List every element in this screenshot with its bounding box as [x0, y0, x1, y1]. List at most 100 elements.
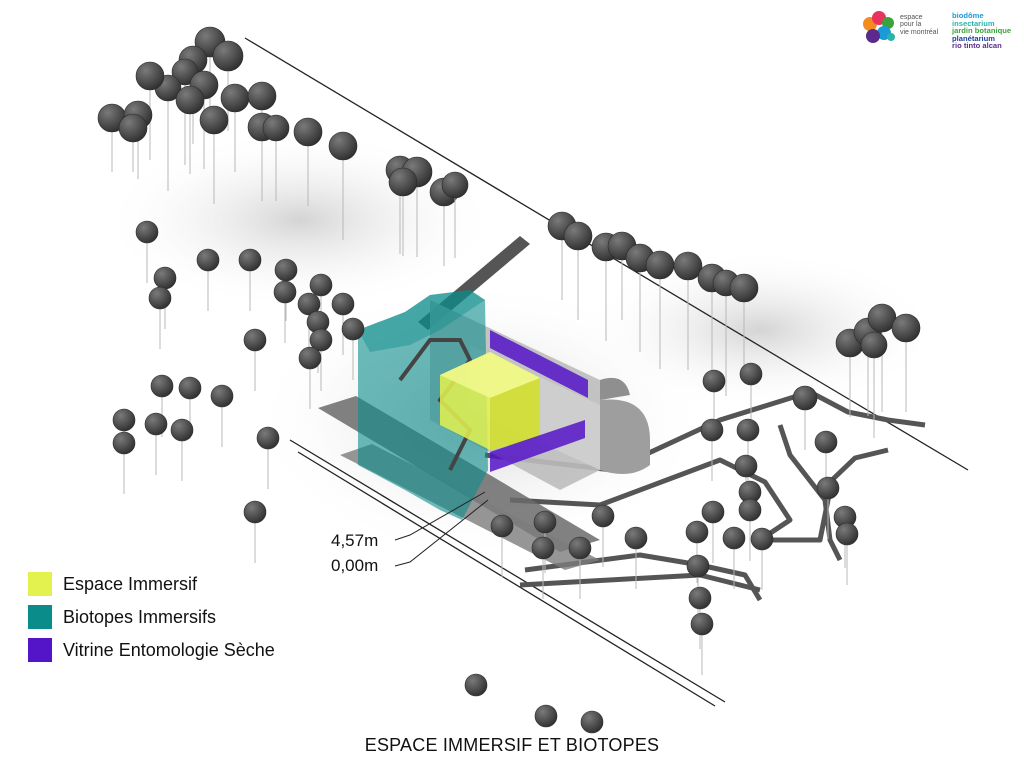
tree-canopy — [309, 328, 333, 352]
diagram-caption: ESPACE IMMERSIF ET BIOTOPES — [364, 735, 660, 755]
tree-icon — [534, 704, 558, 728]
tree-icon — [568, 536, 592, 599]
brand-rio-tinto-alcan: rio tinto alcan — [952, 41, 1002, 51]
tree-icon — [148, 286, 172, 349]
tree-icon — [118, 113, 148, 172]
legend-label: Espace Immersif — [63, 574, 198, 594]
tree-canopy — [645, 250, 675, 280]
tree-canopy — [701, 500, 725, 524]
espace-pour-la-vie-logo: espace pour la vie montréal biodôme inse… — [862, 10, 1022, 50]
tree-icon — [298, 346, 322, 409]
vitrine-panels — [490, 330, 588, 472]
tree-canopy — [734, 454, 758, 478]
tree-canopy — [388, 167, 418, 197]
tree-canopy — [702, 369, 726, 393]
tree-canopy — [835, 522, 859, 546]
tree-icon — [464, 673, 488, 697]
tree-canopy — [309, 273, 333, 297]
tree-canopy — [729, 273, 759, 303]
immersive-volume — [440, 352, 540, 450]
tree-icon — [490, 514, 514, 577]
tree-canopy — [273, 280, 297, 304]
tree-icon — [341, 317, 365, 380]
legend-item-biotopes-immersifs: Biotopes Immersifs — [28, 605, 348, 629]
tree-canopy — [860, 331, 888, 359]
tree-canopy — [816, 476, 840, 500]
tree-canopy — [243, 500, 267, 524]
legend-swatch — [28, 605, 52, 629]
tree-icon — [175, 85, 205, 174]
site-lines — [244, 37, 969, 707]
tree-canopy — [534, 704, 558, 728]
tree-canopy — [736, 418, 760, 442]
tree-canopy — [170, 418, 194, 442]
tree-canopy — [298, 346, 322, 370]
tree-canopy — [690, 612, 714, 636]
tree-canopy — [568, 536, 592, 560]
tree-canopy — [148, 286, 172, 310]
tree-canopy — [212, 40, 244, 72]
tree-canopy — [112, 431, 136, 455]
tree-icon — [328, 131, 358, 240]
tree-canopy — [247, 81, 277, 111]
tree-icon — [144, 412, 168, 475]
tree-canopy — [685, 520, 709, 544]
tree-canopy — [220, 83, 250, 113]
tree-canopy — [624, 526, 648, 550]
tree-canopy — [135, 220, 159, 244]
tree-icon — [196, 248, 220, 311]
tree-canopy — [196, 248, 220, 272]
tree-canopy — [293, 117, 323, 147]
legend-label: Biotopes Immersifs — [63, 607, 217, 627]
tree-icon — [792, 385, 818, 450]
tree-canopy — [738, 498, 762, 522]
tree-icon — [388, 167, 418, 256]
tree-icon — [97, 103, 127, 172]
brand-jardin-botanique: jardin botanique — [952, 26, 1012, 36]
tree-icon — [835, 522, 859, 585]
tree-icon — [645, 250, 675, 369]
tree-icon — [563, 221, 593, 320]
tree-icon — [722, 526, 746, 589]
legend-item-vitrine-entomologie: Vitrine Entomologie Sèche — [28, 638, 348, 662]
tree-canopy — [673, 251, 703, 281]
tree-icon — [199, 105, 229, 204]
tree-canopy — [135, 61, 165, 91]
tree-icon — [293, 117, 323, 206]
tree-canopy — [533, 510, 557, 534]
brand-planetarium: planétarium — [952, 33, 996, 43]
tree-icon — [243, 500, 267, 563]
tree-canopy — [243, 328, 267, 352]
tree-canopy — [144, 412, 168, 436]
tree-icon — [580, 710, 604, 734]
tree-canopy — [150, 374, 174, 398]
tree-canopy — [563, 221, 593, 251]
legend-swatch — [28, 638, 52, 662]
tree-canopy — [700, 418, 724, 442]
tree-icon — [135, 61, 165, 160]
tree-canopy — [112, 408, 136, 432]
tree-icon — [135, 220, 159, 283]
tree-icon — [531, 536, 555, 599]
tree-canopy — [153, 266, 177, 290]
brand-insectarium: insectarium — [952, 18, 995, 28]
tree-icon — [441, 171, 469, 258]
tree-canopy — [531, 536, 555, 560]
tree-canopy — [328, 131, 358, 161]
tree-icon — [738, 498, 762, 561]
tree-icon — [739, 362, 763, 425]
tree-icon — [624, 526, 648, 589]
tree-canopy — [210, 384, 234, 408]
legend-item-espace-immersif: Espace Immersif — [28, 572, 348, 596]
tree-canopy — [178, 376, 202, 400]
tree-icon — [243, 328, 267, 391]
tree-icon — [210, 384, 234, 447]
legend-swatch — [28, 572, 52, 596]
tree-icon — [891, 313, 921, 412]
tree-canopy — [118, 113, 148, 143]
tree-icon — [273, 280, 297, 343]
logo-mark-icon — [863, 11, 895, 43]
tree-canopy — [297, 292, 321, 316]
tree-canopy — [580, 710, 604, 734]
